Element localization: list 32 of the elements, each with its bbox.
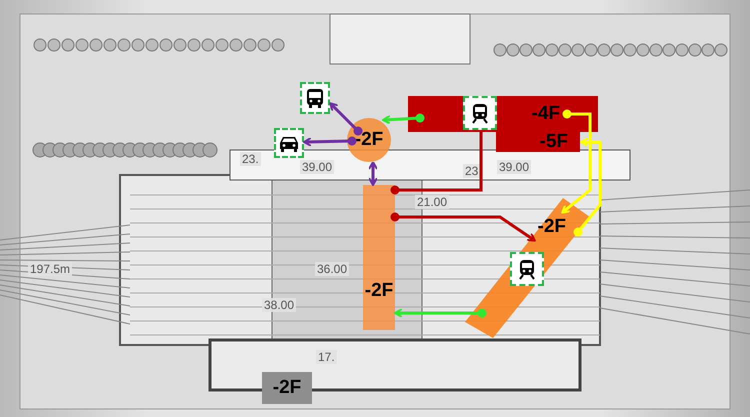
metro-sign [510, 252, 544, 286]
arrow [303, 136, 356, 147]
floor-tag [262, 372, 312, 404]
dimension-label: 17. [316, 350, 337, 364]
floor-label: -2F [272, 377, 302, 399]
arrow [561, 110, 592, 214]
arrow [382, 114, 424, 125]
metro-level-band [408, 96, 598, 132]
dimension-label: 36.00 [315, 262, 350, 276]
dimension-label: 38.00 [262, 298, 296, 312]
dimension-label: 23. [240, 152, 261, 166]
arrow [574, 137, 602, 236]
dimension-label: 197.5m [28, 262, 72, 276]
floor-label: -2F [364, 280, 394, 302]
concourse-band [465, 198, 590, 338]
bus-sign [300, 82, 330, 114]
dimension-label: 21.00 [415, 195, 450, 209]
floor-label: -5F [540, 131, 568, 153]
arrow [390, 212, 536, 242]
concourse-band [363, 185, 395, 330]
floor-label: -4F [532, 103, 560, 125]
metro-sign [463, 96, 497, 130]
metro-level-band [496, 132, 580, 152]
floor-label: -2F [354, 129, 384, 151]
dimension-label: 23 [463, 164, 480, 178]
floor-label: -2F [538, 216, 566, 238]
dimension-label: 39.00 [497, 160, 532, 174]
connector-line [390, 131, 482, 194]
dimension-label: 39.00 [300, 160, 334, 174]
arrow [394, 308, 486, 318]
arrow [329, 102, 362, 136]
arrow [368, 161, 378, 186]
